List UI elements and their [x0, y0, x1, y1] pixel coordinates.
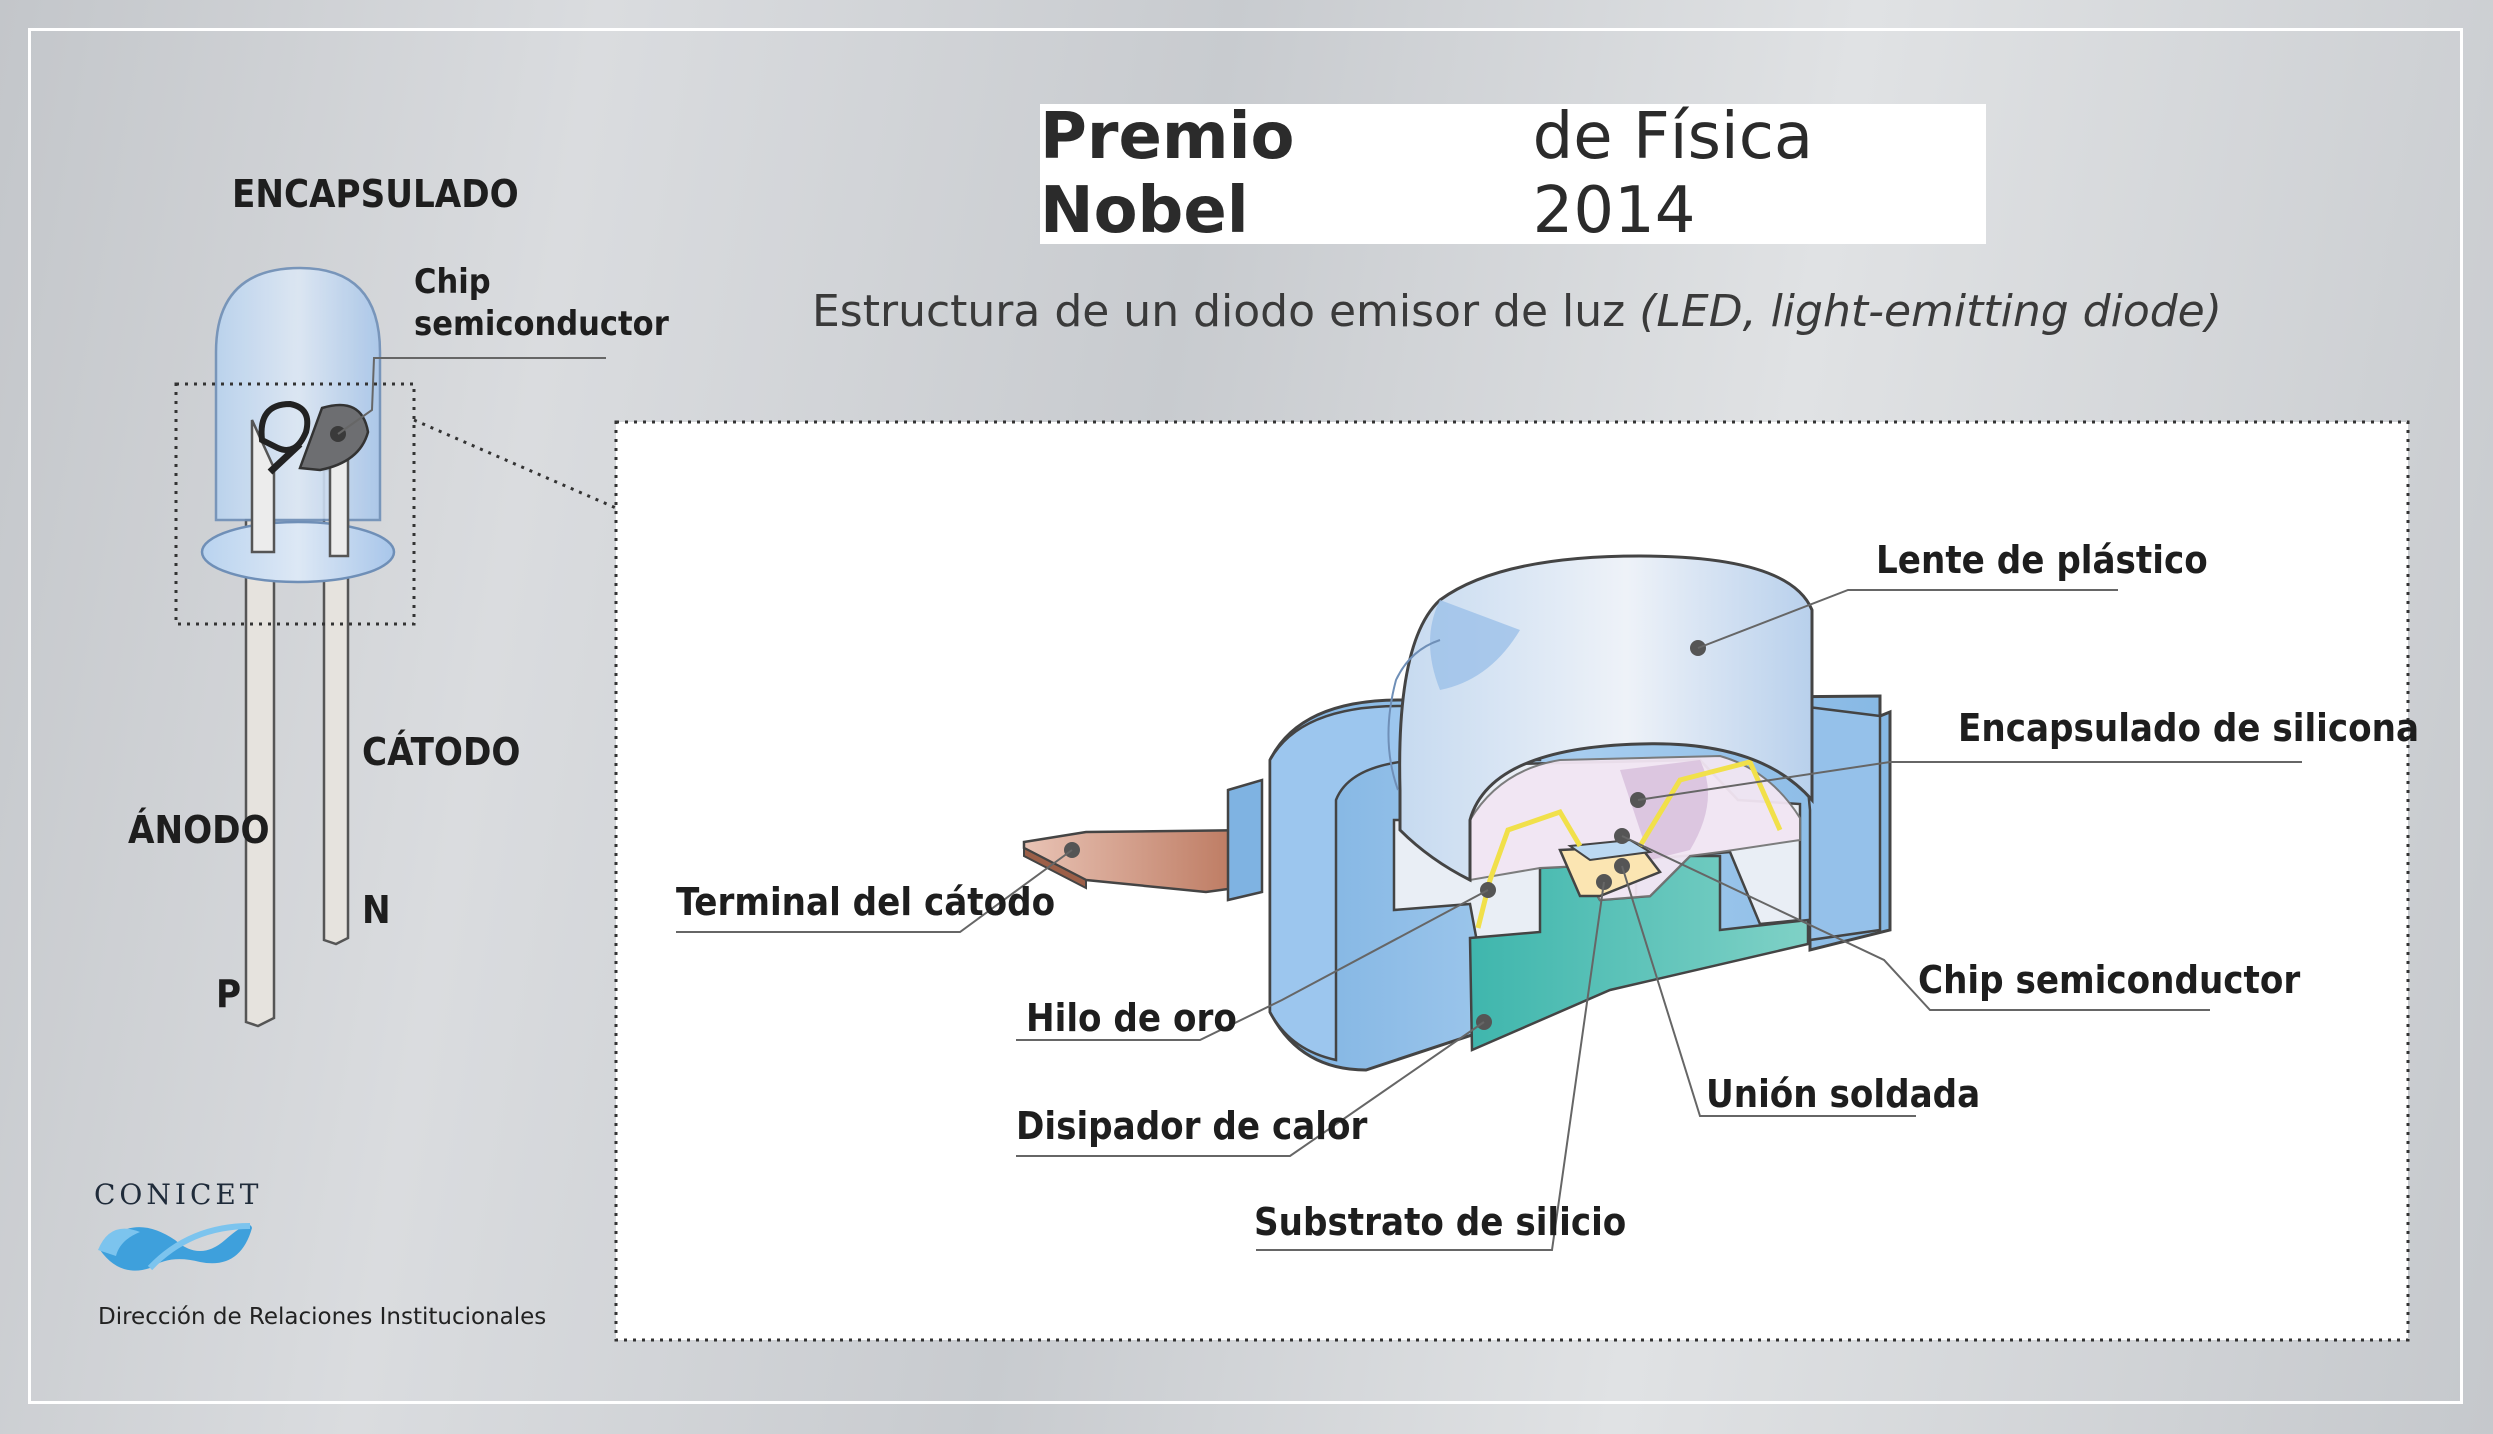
chip-label-line1: Chip — [414, 262, 491, 302]
substrato-label: Substrato de silicio — [1254, 1200, 1627, 1244]
subtitle-main: Estructura de un diodo emisor de luz — [812, 286, 1626, 337]
terminal-catodo-label: Terminal del cátodo — [676, 880, 1056, 924]
title-box: Premio Nobel de Física 2014 — [1040, 100, 1986, 248]
title-bold: Premio Nobel — [1040, 100, 1295, 248]
anodo-label: ÁNODO — [128, 808, 270, 852]
conicet-wordmark: CONICET — [94, 1178, 263, 1211]
leader-lines — [676, 589, 2302, 1251]
lente-label: Lente de plástico — [1876, 538, 2208, 582]
department-text: Dirección de Relaciones Institucionales — [98, 1304, 547, 1330]
cathode-terminal-edge — [1023, 846, 1087, 890]
chip-leader-small — [337, 357, 606, 435]
anode-leg — [244, 518, 276, 1028]
zoom-line — [413, 418, 617, 510]
conicet-logo-icon — [98, 1223, 252, 1271]
n-label: N — [362, 888, 391, 932]
anode-post — [250, 419, 276, 554]
main-led — [676, 554, 2302, 1251]
subtitle-italic: (LED, light-emitting diode) — [1639, 286, 2222, 337]
subtitle: Estructura de un diodo emisor de luz (LE… — [812, 286, 2222, 337]
disipador-label: Disipador de calor — [1016, 1104, 1368, 1148]
encapsulado-heading: ENCAPSULADO — [232, 172, 519, 216]
small-led — [174, 266, 617, 1028]
hilo-oro-label: Hilo de oro — [1026, 996, 1237, 1040]
chip-semiconductor-label: Chip semiconductor — [1918, 958, 2301, 1002]
small-lens-flange — [200, 520, 396, 584]
catodo-label: CÁTODO — [362, 730, 521, 774]
union-soldada-label: Unión soldada — [1706, 1072, 1981, 1116]
lead-bridge — [267, 441, 303, 475]
zoom-box — [174, 382, 416, 626]
small-lens-dome — [214, 266, 382, 522]
title-rest: de Física 2014 — [1532, 100, 1814, 248]
outer-frame — [28, 28, 2463, 1404]
gold-wire-right — [1637, 759, 1783, 848]
encapsulado-silicona-label: Encapsulado de silicona — [1958, 706, 2420, 750]
chip-label-line2: semiconductor — [414, 304, 669, 344]
silicone-encapsulant — [1469, 754, 1801, 902]
p-label: P — [216, 972, 242, 1016]
